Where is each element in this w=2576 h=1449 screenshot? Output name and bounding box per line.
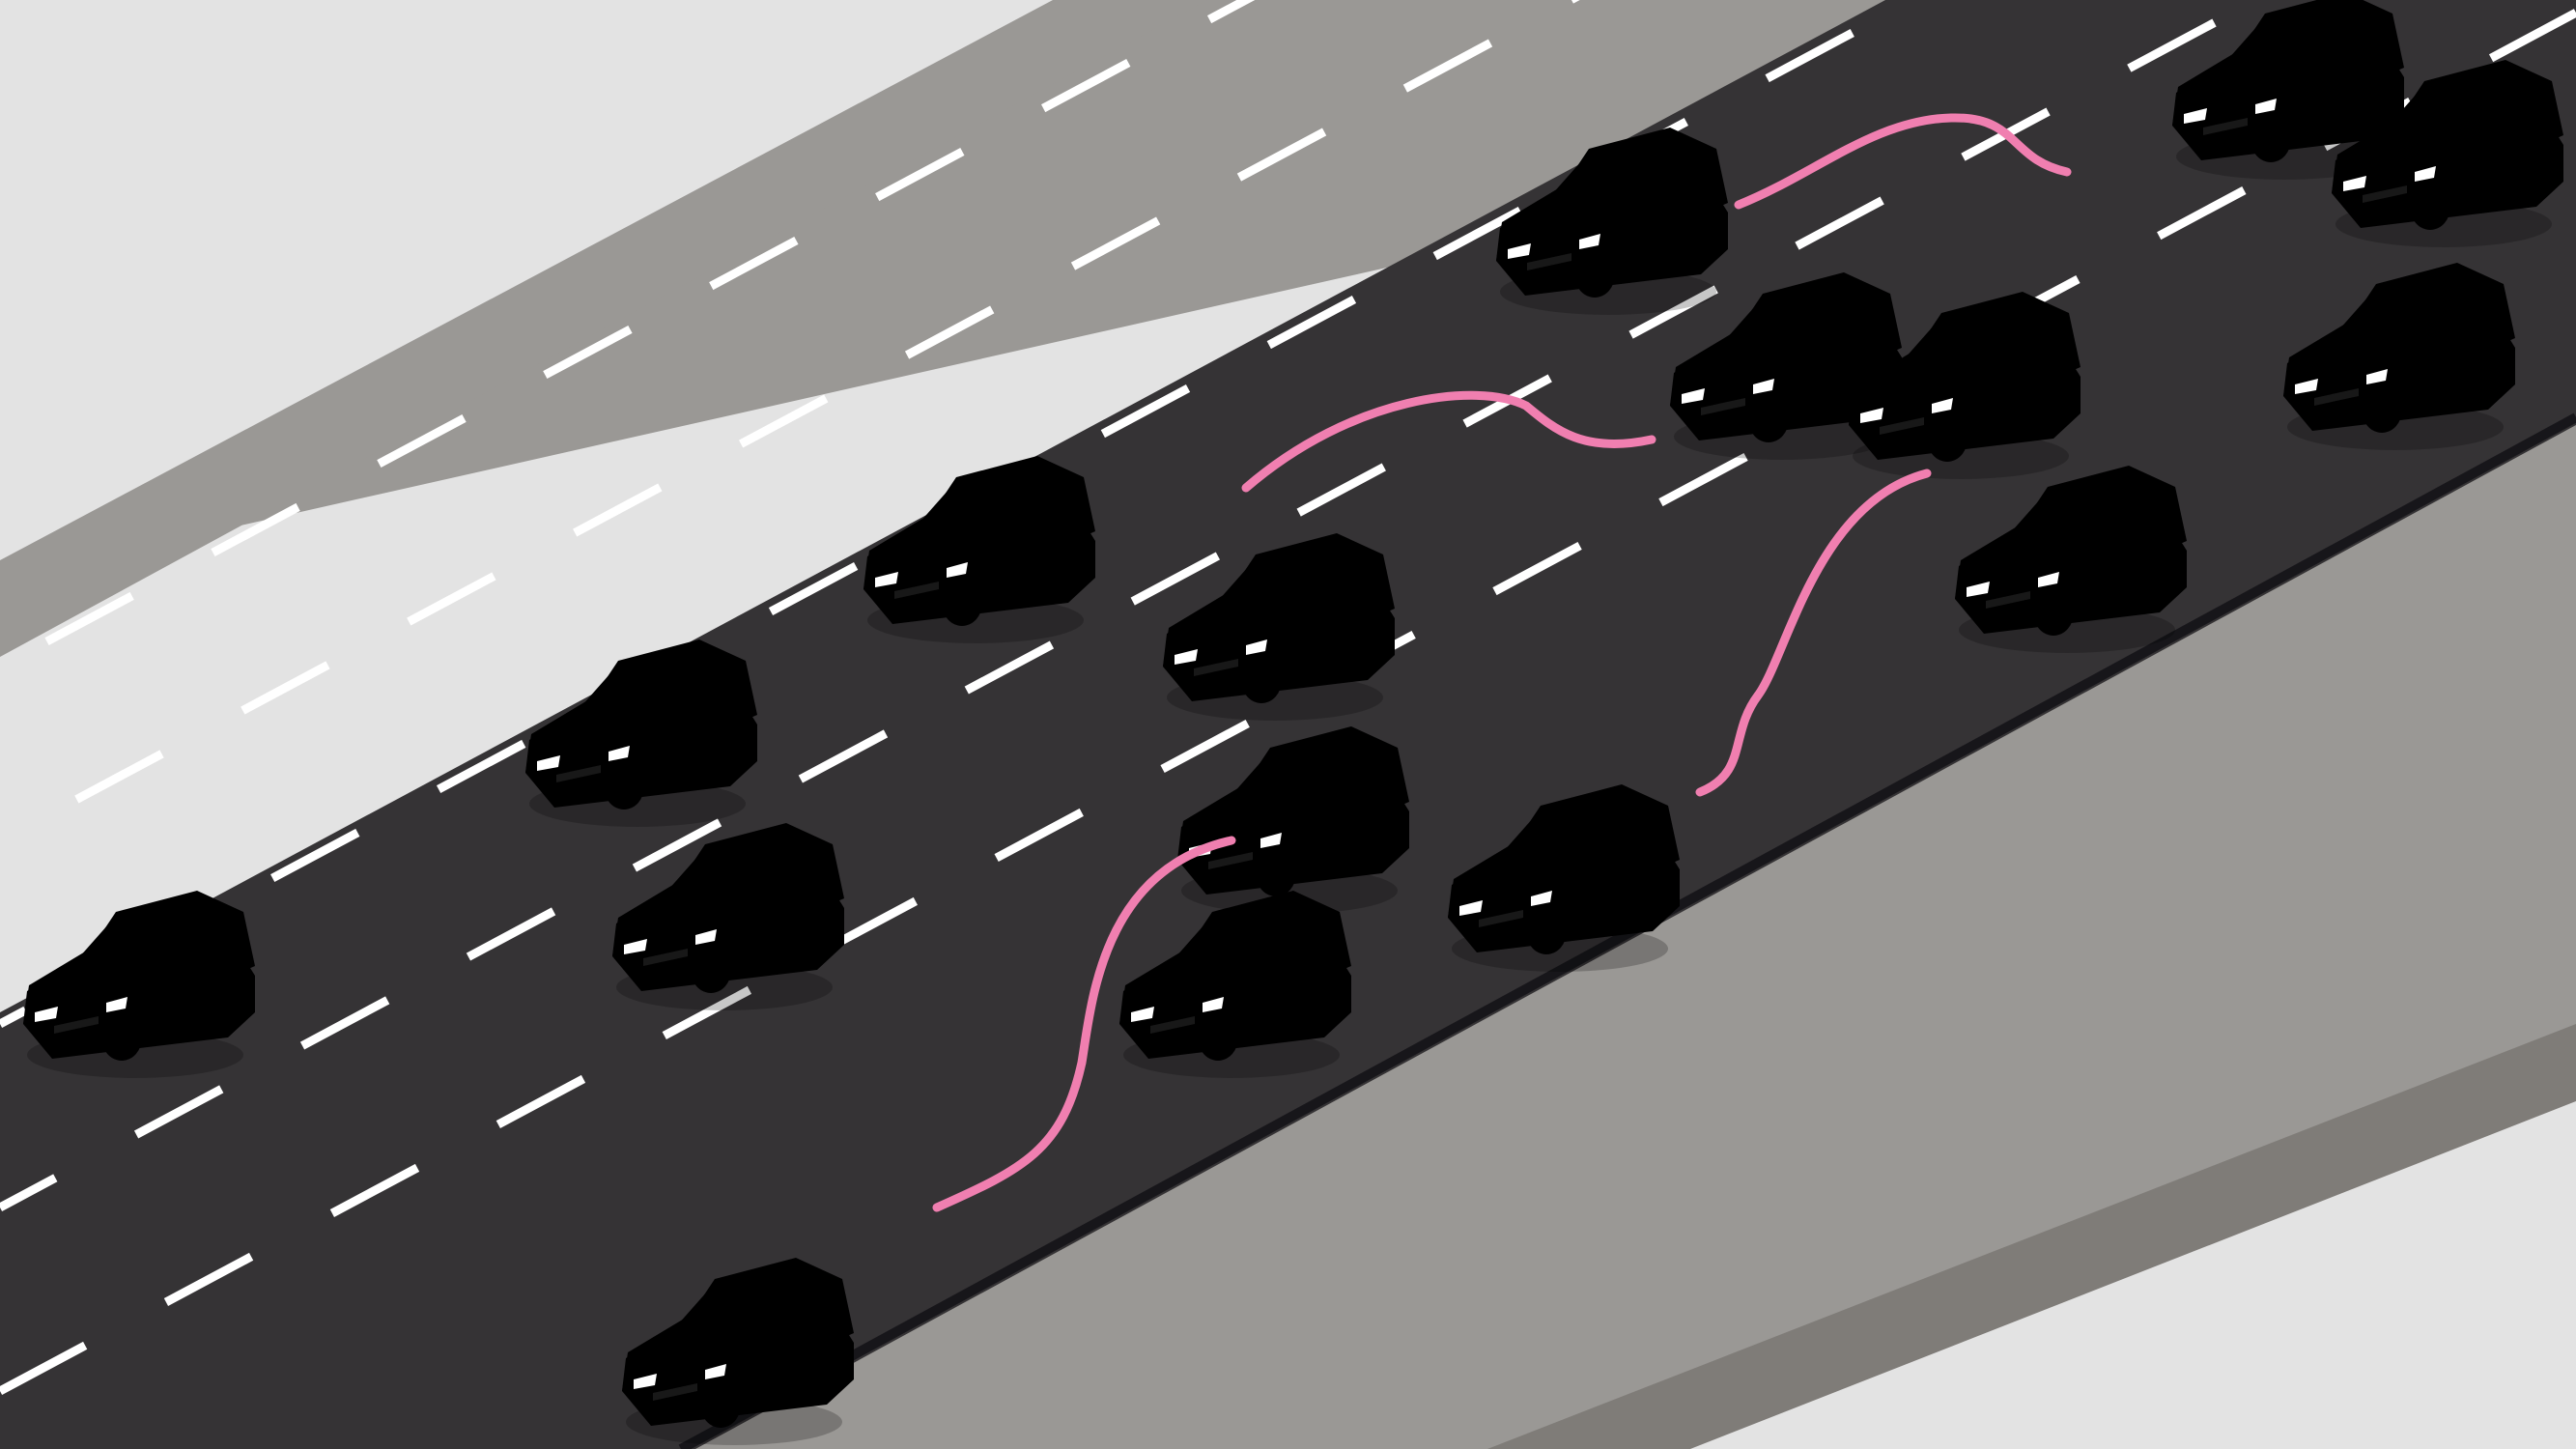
lane-divider-2 — [0, 0, 2266, 1211]
yellow-car — [23, 891, 255, 1078]
lane-divider-4 — [0, 0, 1580, 844]
green-car — [863, 456, 1095, 643]
lane-change-arrow — [932, 836, 1236, 1212]
yellow-car — [525, 639, 757, 827]
lane-change-arrow — [1734, 113, 2072, 210]
lane-change-arrows — [932, 113, 2072, 1212]
lane-divider-3 — [0, 0, 1923, 1028]
lane-change-arrow — [1241, 390, 1656, 493]
lane-change-arrow — [1695, 469, 1932, 797]
lane-markings — [0, 0, 2576, 1395]
left-shoulder — [0, 0, 1207, 657]
lane-divider-5 — [0, 0, 1256, 670]
right-light-area — [1690, 1101, 2576, 1449]
right-shoulder-edge — [1487, 1024, 2576, 1449]
